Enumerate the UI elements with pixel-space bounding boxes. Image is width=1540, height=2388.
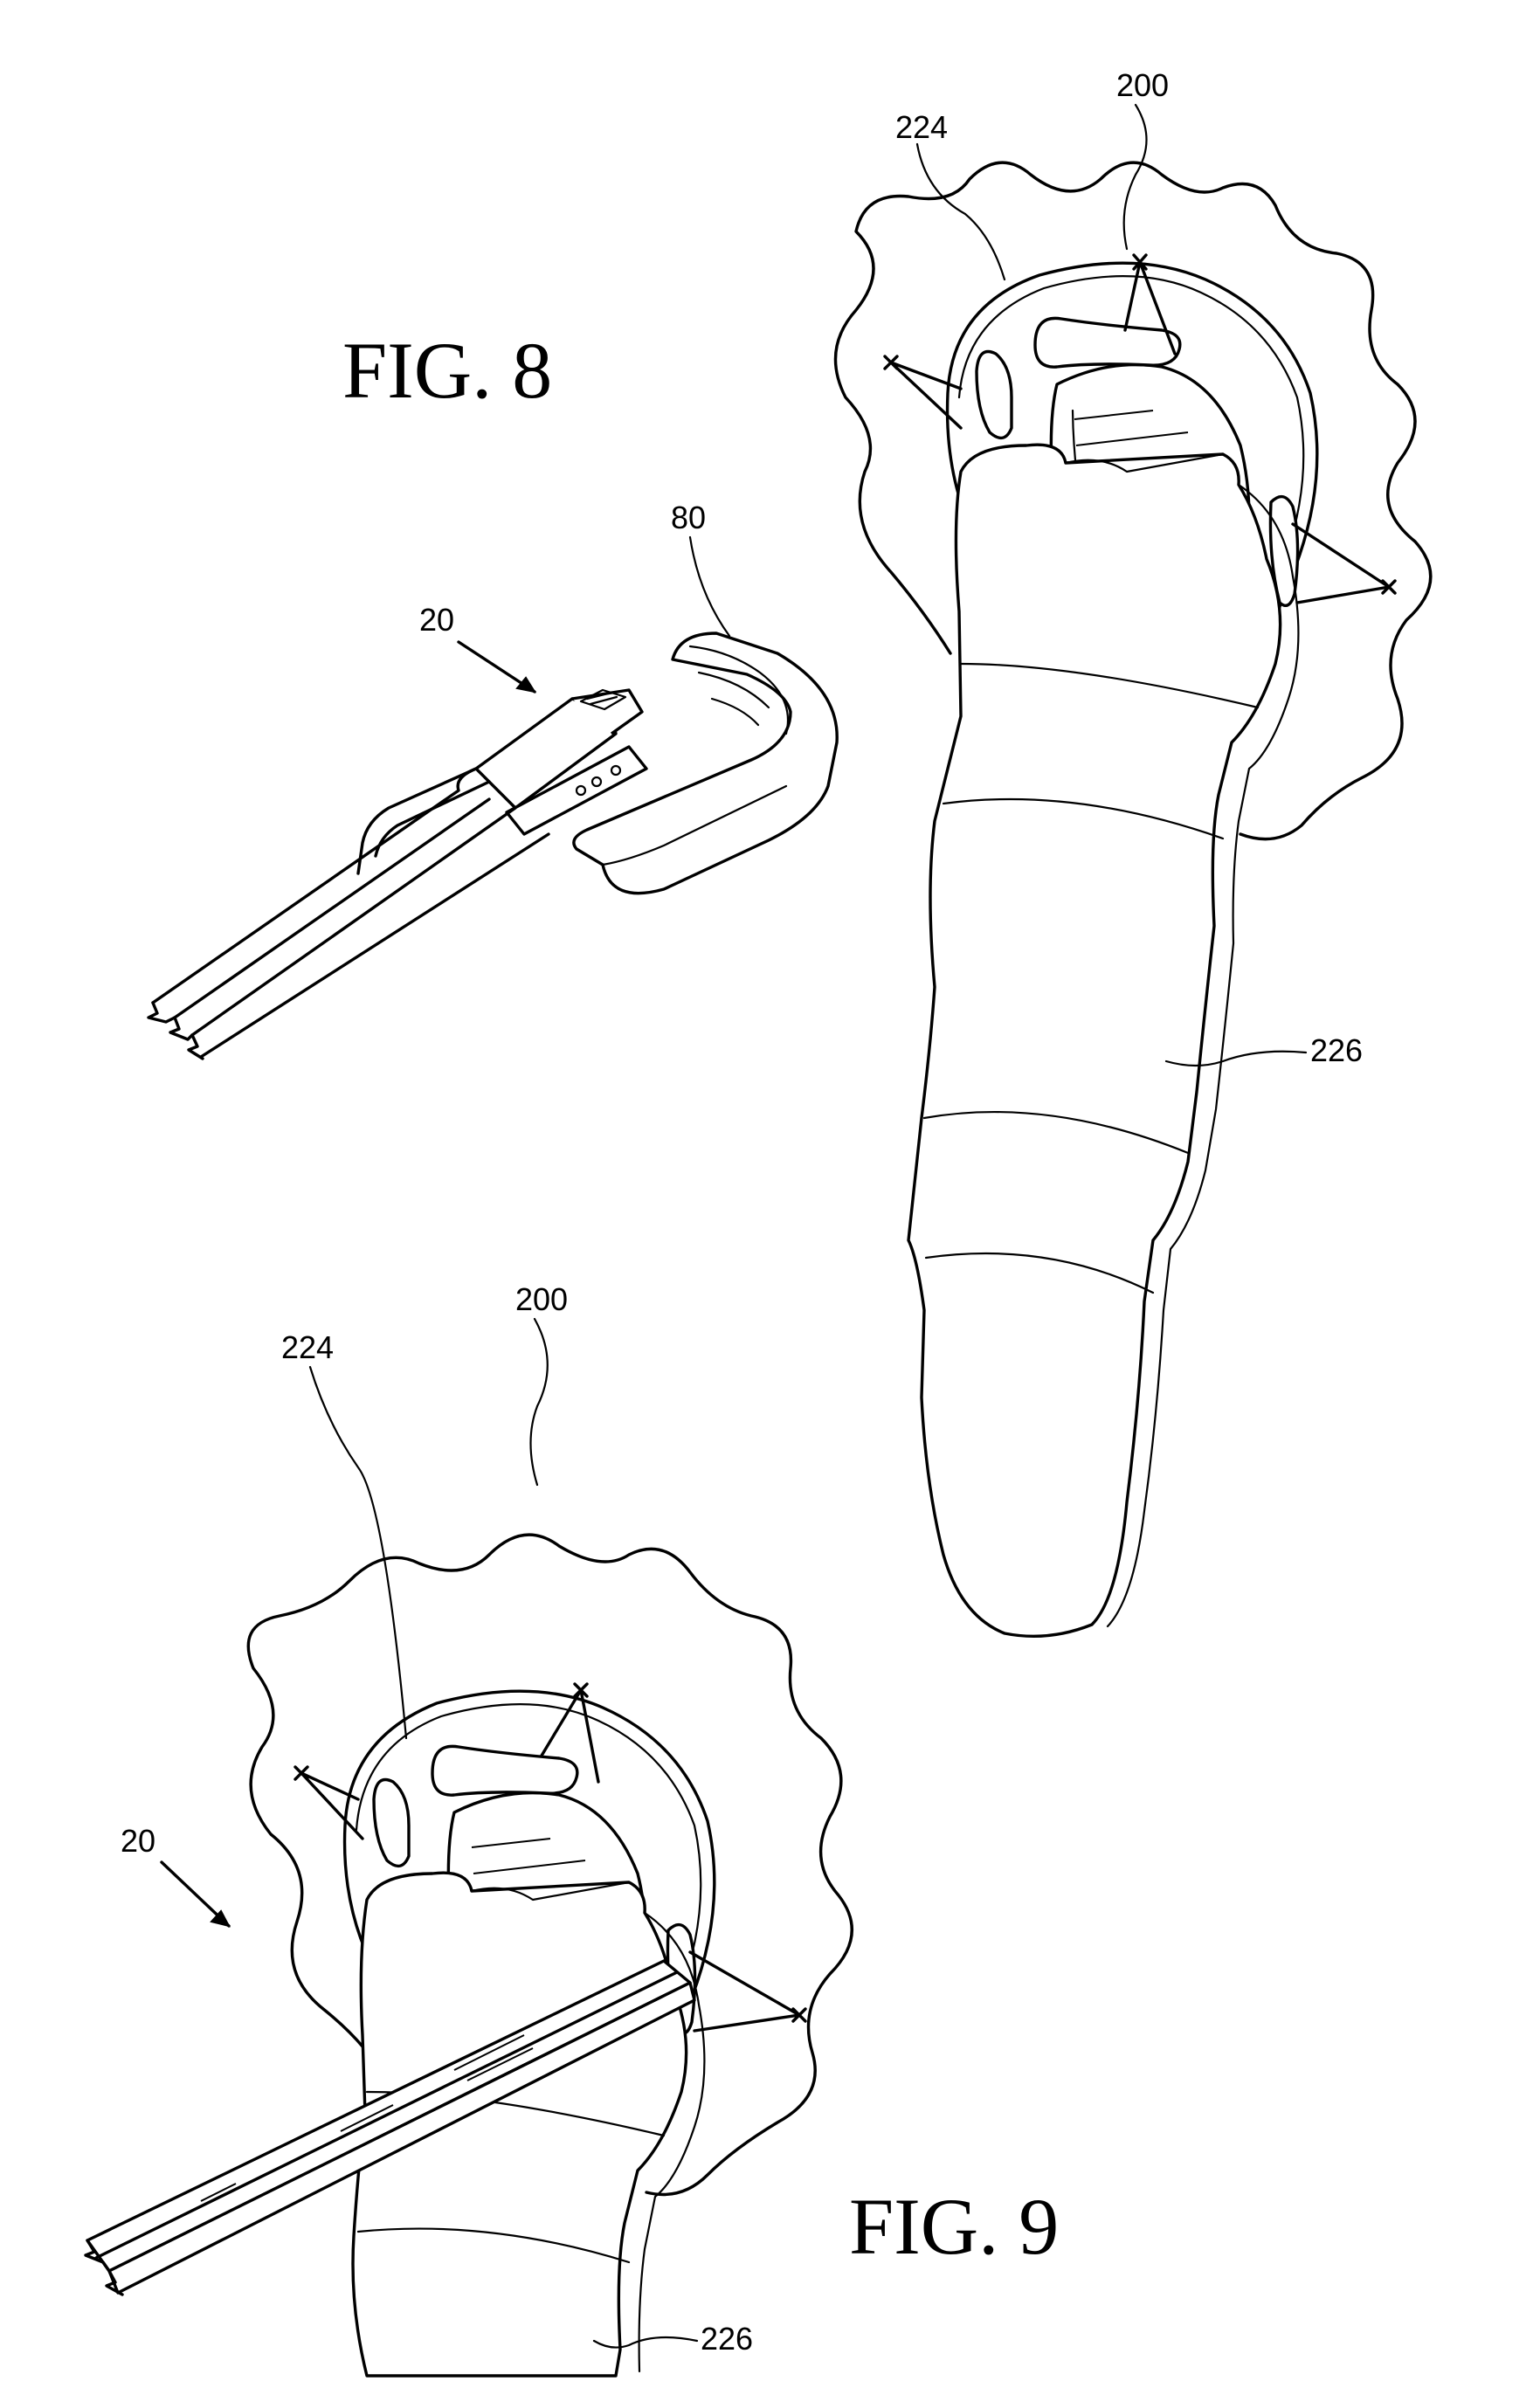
fig8-label-224: 224 bbox=[895, 109, 948, 145]
fig8-label-200: 200 bbox=[1116, 67, 1169, 103]
fig8-label-80: 80 bbox=[671, 500, 706, 535]
fig8-implant bbox=[835, 162, 1430, 1636]
fig9-implant bbox=[248, 1535, 852, 2376]
fig8-arrow-20 bbox=[459, 642, 535, 692]
fig8-label-226: 226 bbox=[1310, 1032, 1363, 1068]
fig8-label-20: 20 bbox=[419, 602, 454, 638]
fig9-arrow-20 bbox=[162, 1862, 229, 1926]
fig9-label-20: 20 bbox=[121, 1823, 155, 1859]
fig9-label-226: 226 bbox=[701, 2321, 753, 2357]
fig9-label-200: 200 bbox=[515, 1281, 568, 1317]
fig9-label-224: 224 bbox=[281, 1329, 334, 1365]
fig8-title: FIG. 8 bbox=[342, 326, 552, 415]
fig9-title: FIG. 9 bbox=[849, 2182, 1059, 2271]
fig9-leader-200 bbox=[531, 1319, 548, 1485]
fig8-leader-200 bbox=[1124, 105, 1147, 249]
fig8-leader-80 bbox=[690, 537, 729, 636]
fig8-instrument bbox=[148, 633, 837, 1059]
fig9-leader-224 bbox=[310, 1367, 406, 1738]
